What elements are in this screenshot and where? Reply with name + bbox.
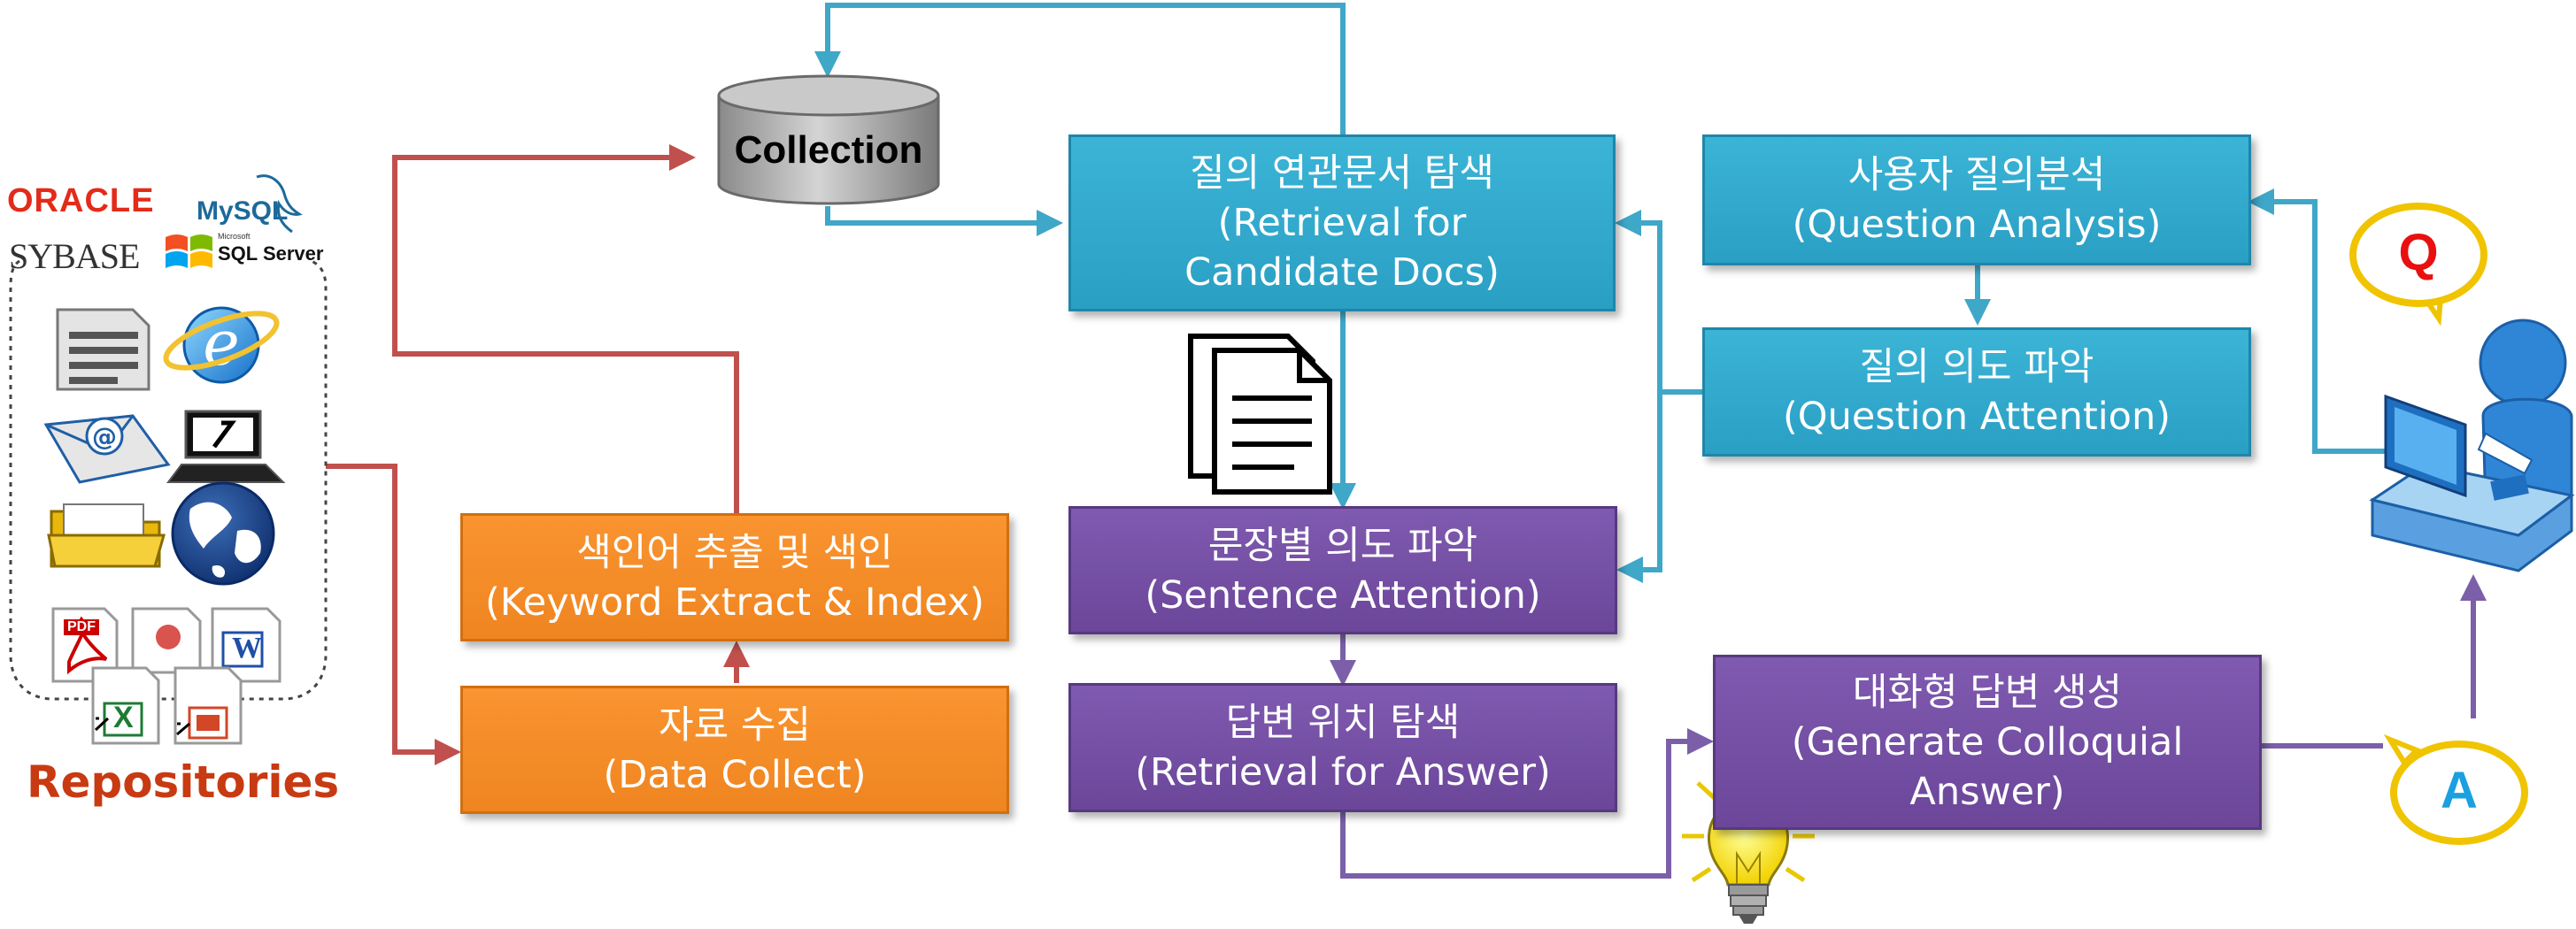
sqlserver-small-logo: Microsoft [218,232,251,241]
retrieval-answer-english: (Retrieval for Answer) [1135,750,1551,795]
excel-file-icon [91,666,160,745]
word-file-icon [211,607,282,683]
data-collect-english: (Data Collect) [603,752,867,797]
generate-answer-box[interactable]: 대화형 답변 생성 (Generate Colloquial Answer) [1713,655,2262,830]
retrieval-answer-box[interactable]: 답변 위치 탐색 (Retrieval for Answer) [1068,683,1617,812]
retrieval-answer-korean: 답변 위치 탐색 [1225,701,1461,745]
documents-icon [1188,334,1332,495]
windows-logo-icon [166,234,212,268]
email-icon: @ [43,414,171,484]
sqlserver-logo: SQL Server [218,242,324,265]
question-bubble [2349,203,2487,326]
folder-icon [47,503,166,568]
question-analysis-box[interactable]: 사용자 질의분석 (Question Analysis) [1702,134,2251,265]
question-attention-korean: 질의 의도 파악 [1859,345,2094,389]
answer-bubble-letter: A [2441,762,2478,819]
generate-answer-english-2: Answer) [1909,770,2065,814]
repositories-label: Repositories [27,756,340,808]
generate-answer-english-1: (Generate Colloquial [1791,720,2184,764]
text-document-icon [56,308,150,391]
arrow-repositories-to-collect [326,464,461,765]
sentence-attention-english: (Sentence Attention) [1145,572,1541,618]
arrow-answer-to-generate [1340,728,1714,879]
sybase-logo: SYBASE [9,236,140,276]
excel-badge: X [113,701,134,734]
question-attention-english: (Question Attention) [1783,395,2171,439]
data-collect-box[interactable]: 자료 수집 (Data Collect) [460,686,1009,814]
pdf-badge: PDF [64,619,99,635]
retrieval-candidate-korean: 질의 연관문서 탐색 [1190,151,1494,196]
mysql-dolphin-icon [256,174,303,234]
keyword-extract-korean: 색인어 추출 및 색인 [576,530,893,575]
internet-explorer-icon: e [163,306,280,384]
arrow-retrieval-to-collection [814,3,1346,134]
ppt-file-icon [131,607,202,674]
repositories-frame [9,259,328,701]
sentence-attention-box[interactable]: 문장별 의도 파악 (Sentence Attention) [1068,506,1617,634]
question-analysis-english: (Question Analysis) [1792,203,2162,247]
retrieval-candidate-english-2: Candidate Docs) [1184,250,1500,295]
user-computer-icon [2369,319,2575,572]
svg-text:@: @ [92,422,117,451]
powerpoint-file-icon [174,666,243,745]
keyword-extract-box[interactable]: 색인어 추출 및 색인 (Keyword Extract & Index) [460,513,1009,641]
computer-terminal-icon [166,410,286,483]
mysql-logo: MySQL [197,196,289,226]
globe-icon [171,481,275,586]
retrieval-candidate-english-1: (Retrieval for [1217,201,1467,245]
arrow-attention-to-sentence [1616,392,1662,583]
retrieval-candidate-docs-box[interactable]: 질의 연관문서 탐색 (Retrieval for Candidate Docs… [1068,134,1616,311]
arrow-attention-to-retrieval [1615,210,1662,392]
keyword-extract-english: (Keyword Extract & Index) [484,580,985,625]
arrow-user-to-question-analysis [2248,188,2397,454]
sentence-attention-korean: 문장별 의도 파악 [1207,523,1478,568]
question-analysis-korean: 사용자 질의분석 [1847,153,2106,197]
question-bubble-letter: Q [2398,224,2439,281]
question-attention-box[interactable]: 질의 의도 파악 (Question Attention) [1702,327,2251,457]
arrow-keyword-to-collection [392,144,739,513]
oracle-logo: ORACLE [7,182,155,219]
generate-answer-korean: 대화형 답변 생성 [1852,671,2123,715]
word-badge: W [232,632,262,664]
collection-label: Collection [734,128,923,172]
arrow-collection-to-retrieval [825,206,1063,236]
data-collect-korean: 자료 수집 [659,703,811,748]
answer-bubble [2383,733,2528,845]
database-icon [717,74,940,205]
